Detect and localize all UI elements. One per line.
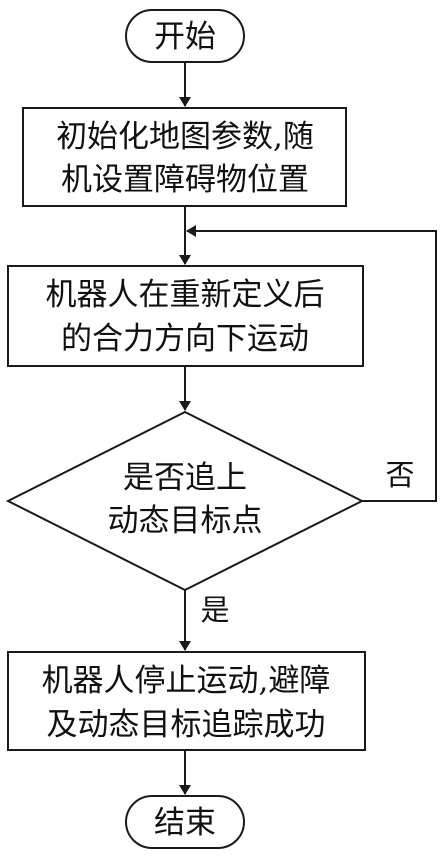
no-branch-label: 否 bbox=[385, 458, 414, 492]
decision-line-2: 动态目标点 bbox=[108, 503, 263, 539]
success-process-line-2: 及动态目标追踪成功 bbox=[47, 707, 326, 743]
init-process-line-2: 机设置障碍物位置 bbox=[61, 162, 309, 198]
yes-branch-label: 是 bbox=[200, 593, 229, 627]
start-label: 开始 bbox=[154, 19, 216, 55]
end-terminal bbox=[125, 795, 245, 849]
success-process-box bbox=[7, 651, 366, 751]
end-label: 结束 bbox=[154, 805, 216, 841]
move-process-line-1: 机器人在重新定义后 bbox=[46, 277, 325, 313]
decision-diamond bbox=[5, 410, 365, 592]
decision-line-1: 是否追上 bbox=[123, 460, 247, 496]
success-process-line-1: 机器人停止运动,避障 bbox=[42, 663, 331, 699]
init-process-box bbox=[22, 107, 347, 207]
move-process-line-2: 的合力方向下运动 bbox=[61, 321, 309, 357]
init-process-line-1: 初始化地图参数,随 bbox=[56, 119, 314, 155]
loop-back-line bbox=[186, 225, 437, 502]
